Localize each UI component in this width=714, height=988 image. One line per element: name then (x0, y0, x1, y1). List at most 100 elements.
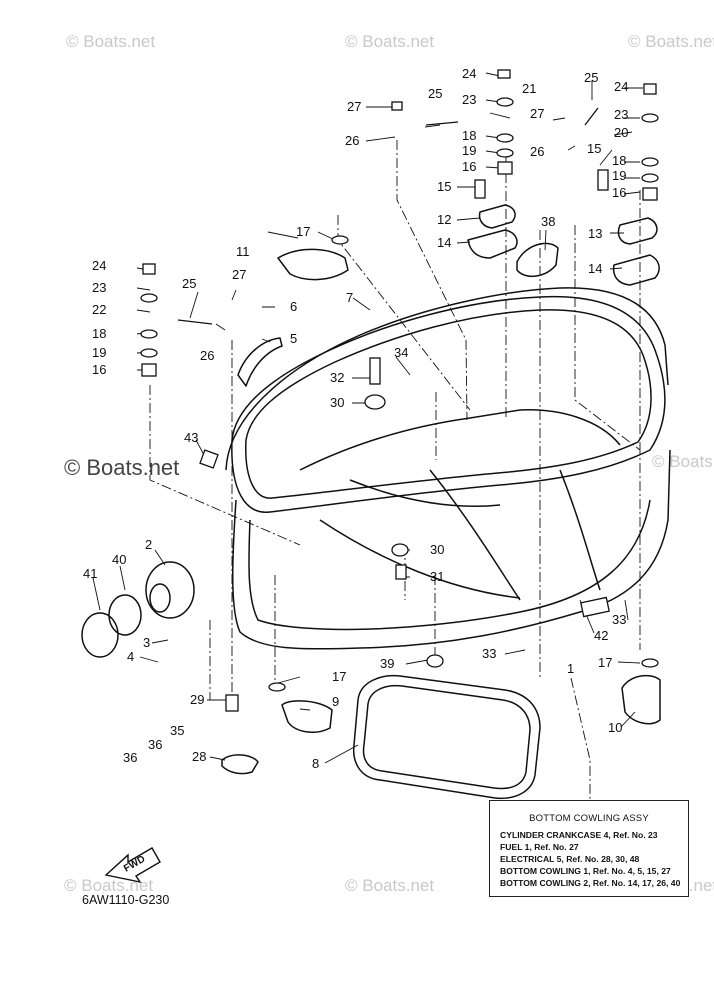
bolt-31 (395, 564, 407, 580)
callout-18-left: 18 (92, 326, 106, 341)
callout-2: 2 (145, 537, 152, 552)
washer-19 (496, 148, 514, 158)
callout-8: 8 (312, 756, 319, 771)
grommet-39 (426, 654, 444, 668)
callout-32: 32 (330, 370, 344, 385)
callout-24-left: 24 (92, 258, 106, 273)
callout-19: 19 (462, 143, 476, 158)
spring-25-right (584, 107, 599, 126)
callout-21: 21 (522, 81, 536, 96)
callout-12: 12 (437, 212, 451, 227)
callout-23-left: 23 (92, 280, 106, 295)
washer-23 (496, 97, 514, 107)
callout-38: 38 (541, 214, 555, 229)
washer-18 (496, 133, 514, 143)
callout-30-low: 30 (430, 542, 444, 557)
reference-legend: BOTTOM COWLING ASSY CYLINDER CRANKCASE 4… (489, 800, 689, 897)
plate-13 (617, 217, 658, 245)
callout-30: 30 (330, 395, 344, 410)
holder-10 (621, 674, 661, 725)
gasket-8 (352, 674, 541, 800)
washer-19-left (140, 348, 158, 358)
callout-9: 9 (332, 694, 339, 709)
gasket-8-inner (362, 684, 531, 790)
callout-20: 20 (614, 125, 628, 140)
washer-23-right (641, 113, 659, 123)
legend-row: CYLINDER CRANKCASE 4, Ref. No. 23 (500, 830, 658, 840)
legend-row: BOTTOM COWLING 1, Ref. No. 4, 5, 15, 27 (500, 866, 671, 876)
spring-25 (425, 121, 459, 126)
bolt-15-right (597, 169, 609, 191)
callout-23: 23 (462, 92, 476, 107)
cowling-inner-wall (429, 469, 601, 601)
callout-13: 13 (588, 226, 602, 241)
callout-26-left: 26 (200, 348, 214, 363)
callout-6: 6 (290, 299, 297, 314)
diagram-code: 6AW1110-G230 (82, 893, 170, 907)
cowling-rim (231, 295, 666, 513)
callout-14-right: 14 (588, 261, 602, 276)
cowling-shell-inner (248, 499, 651, 631)
bracket-5 (237, 337, 283, 387)
callout-41: 41 (83, 566, 97, 581)
washer-23-left (140, 293, 158, 303)
watermark: © Boats.net (64, 455, 180, 480)
callout-17: 17 (296, 224, 310, 239)
bolt-24-head (497, 69, 511, 79)
callout-26: 26 (345, 133, 359, 148)
plug-43 (199, 449, 219, 469)
holder-9 (281, 700, 333, 734)
callout-23-right: 23 (614, 107, 628, 122)
legend-title: BOTTOM COWLING ASSY (529, 813, 649, 824)
callout-25-right: 25 (584, 70, 598, 85)
grommet-2-hole (149, 583, 171, 613)
grommet-30 (364, 394, 386, 410)
washer-17-top (331, 235, 349, 245)
callout-15: 15 (437, 179, 451, 194)
watermark: © Boats.net (345, 32, 435, 51)
callout-17-low: 17 (332, 669, 346, 684)
callout-27-right: 27 (530, 106, 544, 121)
seal-ring-7 (225, 287, 669, 471)
grommet-38 (516, 242, 559, 277)
grommet-2 (145, 561, 195, 619)
callout-36-a: 36 (148, 737, 162, 752)
callout-40: 40 (112, 552, 126, 567)
callout-19-left: 19 (92, 345, 106, 360)
callout-27-left: 27 (232, 267, 246, 282)
washer-18-right (641, 157, 659, 167)
bolt-24-right (643, 83, 657, 95)
callout-34: 34 (394, 345, 408, 360)
cowling-tray (299, 409, 621, 599)
cowling-rim-inner (245, 309, 652, 499)
callout-35: 35 (170, 723, 184, 738)
bolt-24-left (142, 263, 156, 275)
callout-43: 43 (184, 430, 198, 445)
bolt-15 (474, 179, 486, 199)
callout-1: 1 (567, 661, 574, 676)
callout-25: 25 (428, 86, 442, 101)
callout-7: 7 (346, 290, 353, 305)
callout-3: 3 (143, 635, 150, 650)
callout-16-right: 16 (612, 185, 626, 200)
callout-36-b: 36 (123, 750, 137, 765)
callout-29: 29 (190, 692, 204, 707)
fwd-arrow: FWD (104, 847, 161, 884)
callout-10: 10 (608, 720, 622, 735)
grommet-30-lower (391, 543, 409, 557)
plate-14-right (612, 254, 660, 286)
callout-16: 16 (462, 159, 476, 174)
washer-17-right (641, 658, 659, 668)
cap-28 (221, 754, 259, 775)
legend-row: BOTTOM COWLING 2, Ref. No. 14, 17, 26, 4… (500, 878, 681, 888)
callout-39: 39 (380, 656, 394, 671)
collar-16 (497, 161, 513, 175)
callout-24-right: 24 (614, 79, 628, 94)
callout-33-left: 33 (482, 646, 496, 661)
clamp-41 (81, 612, 119, 658)
washer-18-left (140, 329, 158, 339)
callout-25-left: 25 (182, 276, 196, 291)
callout-17-right: 17 (598, 655, 612, 670)
plate-14-left (467, 229, 518, 259)
